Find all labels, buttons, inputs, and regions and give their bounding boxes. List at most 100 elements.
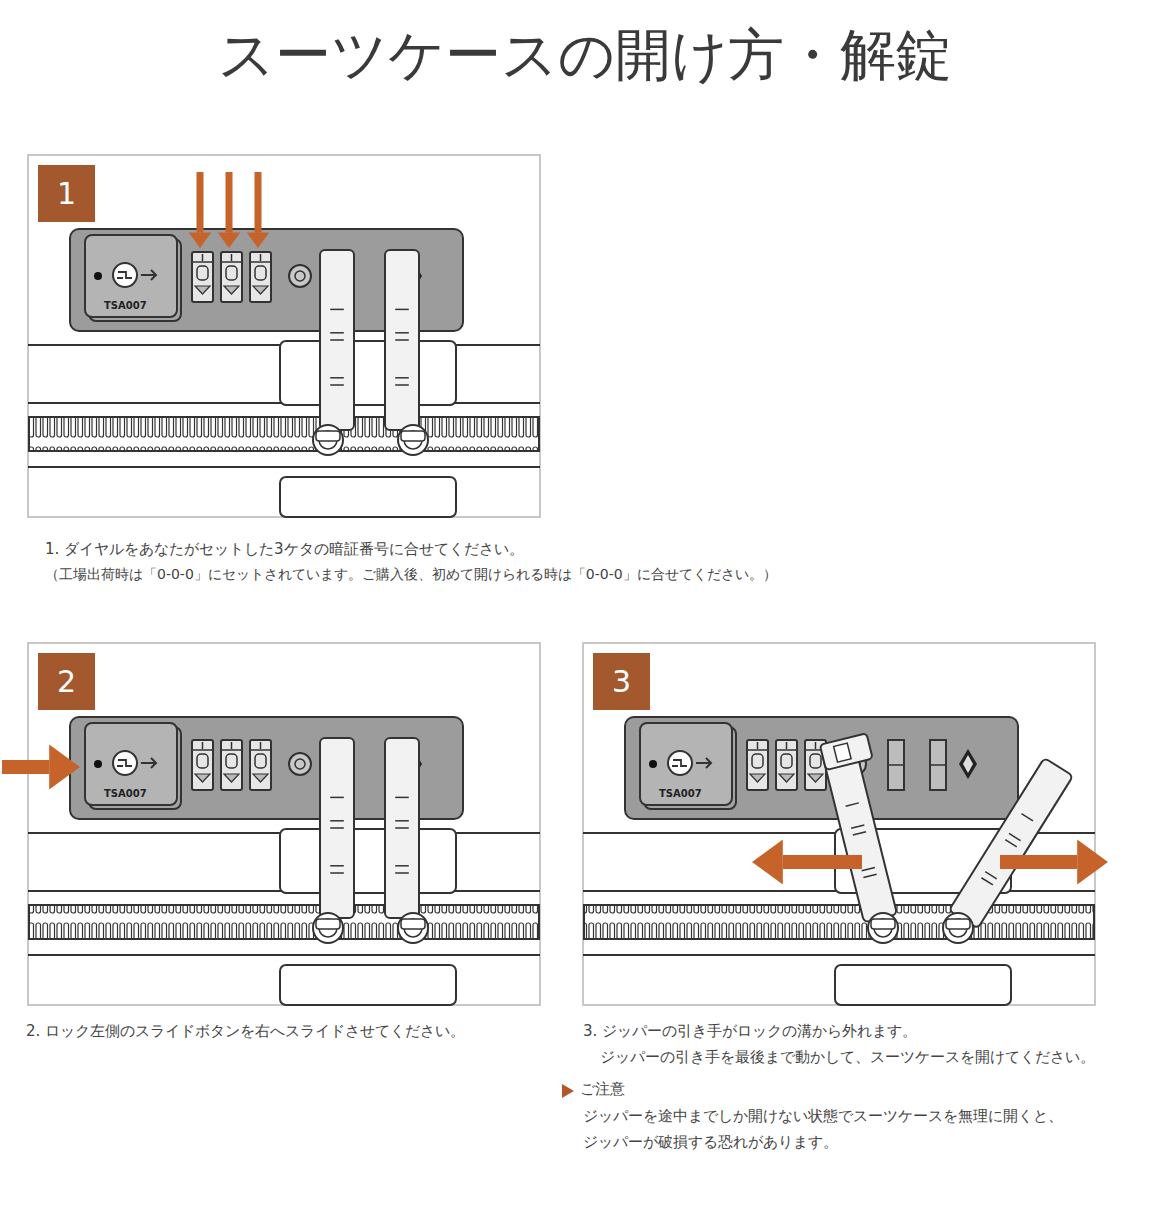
drawing-stroke [224,774,239,782]
drawing-stroke [395,339,409,341]
note-marker [562,1084,574,1098]
direction-arrow [226,172,233,233]
handle-block [280,341,456,405]
drawing-stroke [395,377,409,379]
drawing-stroke [330,384,344,386]
drawing-stroke [395,820,409,822]
tsa-icon [113,751,137,775]
drawing-stroke [395,384,409,386]
drawing-stroke [752,754,763,768]
step-number: 1 [57,176,76,211]
tsa-label: TSA007 [104,788,147,799]
step-number: 3 [612,664,631,699]
drawing-stroke [250,749,271,751]
zipper-pull [385,738,419,918]
drawing-stroke [395,309,409,311]
drawing-stroke [395,865,409,867]
drawing-stroke [330,872,344,874]
drawing-stroke [330,797,344,799]
drawing-stroke [255,754,266,768]
combination-dial [192,740,213,790]
zipper-pull-open [949,758,1073,929]
step-caption: 1. ダイヤルをあなたがセットした3ケタの暗証番号に合せてください。 [45,540,524,559]
drawing-stroke [253,286,268,294]
drawing-stroke [862,867,875,870]
drawing-stroke [863,874,876,877]
drawing-stroke [786,742,788,749]
drawing-stroke [640,723,732,805]
drawing-stroke [981,878,993,885]
step-caption: （工場出荷時は「0-0-0」にセットされています。ご購入後、初めて開けられる時は… [45,566,777,584]
drawing-stroke [192,261,213,263]
drawing-stroke [750,774,765,782]
drawing-stroke [649,760,657,768]
combination-dial [192,252,213,302]
drawing-stroke [94,760,102,768]
handle-block [280,829,456,893]
zipper-pull [320,250,354,430]
drawing-stroke [197,754,208,768]
zipper-teeth [584,905,1094,939]
drawing-stroke [330,339,344,341]
drawing-stroke [779,774,794,782]
zipper-slider [946,919,970,929]
drawing-stroke [255,266,266,280]
tsa-label: TSA007 [659,788,702,799]
body-block [280,965,456,1005]
drawing-stroke [226,266,237,280]
pull-slot [888,740,904,790]
drawing-stroke [395,872,409,874]
drawing-stroke [94,272,102,280]
note-text: ジッパーを途中までしか開けない状態でスーツケースを無理に開くと、 [583,1107,1063,1126]
drawing-stroke [195,286,210,294]
direction-arrow [2,760,49,774]
drawing-stroke [330,827,344,829]
drawing-stroke [1009,833,1021,840]
drawing-stroke [1021,814,1033,821]
arrow-head [1077,840,1108,885]
drawing-stroke [672,760,687,766]
lock-plate [625,717,1018,819]
drawing-stroke [85,235,177,317]
reset-hole [289,265,311,287]
drawing-stroke [141,270,156,280]
body-block [835,965,1011,1005]
drawing-stroke [930,764,946,766]
panel-frame [28,155,540,517]
combination-dial [221,740,242,790]
drawing-stroke [963,755,973,773]
drawing-stroke [888,764,904,766]
drawing-stroke [395,827,409,829]
step-number-box: 2 [38,653,95,710]
zipper-pull [320,738,354,918]
drawing-stroke [776,749,797,751]
drawing-stroke [202,254,204,261]
body-block [280,477,456,517]
note-heading: ご注意 [580,1080,625,1099]
drawing-stroke [197,266,208,280]
page-title: スーツケースの開け方・解錠 [218,18,952,94]
drawing-stroke [221,749,242,751]
drawing-stroke [226,754,237,768]
drawing-stroke [985,872,997,879]
zipper-slider [316,431,340,441]
drawing-stroke [231,742,233,749]
drawing-stroke [815,742,817,749]
arrow-head [189,233,211,248]
step-number-box: 3 [593,653,650,710]
drawing-stroke [810,754,821,768]
step-caption: 3. ジッパーの引き手がロックの溝から外れます。 [583,1022,917,1041]
zipper-slider [401,919,425,929]
direction-arrow [197,172,204,233]
zipper-ring [313,425,343,455]
drawing-stroke [853,832,866,835]
drawing-stroke [28,954,540,956]
combination-dial [747,740,768,790]
zipper-slider [316,919,340,929]
direction-arrow [783,855,862,869]
pull-hook [820,733,873,770]
drawing-stroke [851,825,864,828]
zipper-ring [868,913,898,943]
drawing-stroke [224,286,239,294]
